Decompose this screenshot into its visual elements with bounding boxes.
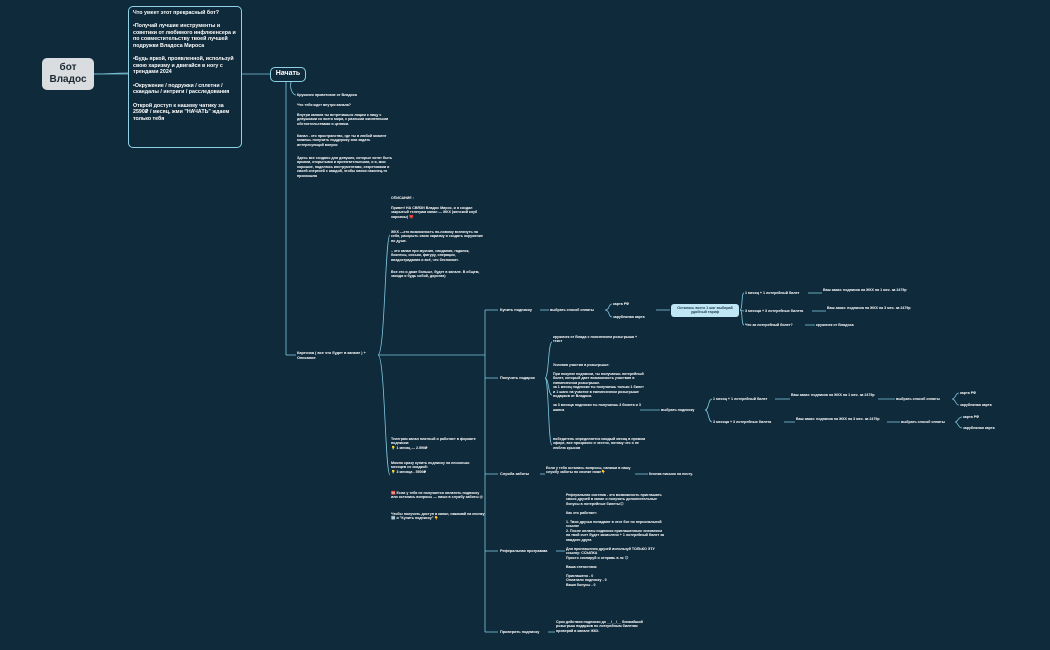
opisanie-paid: Телеграм канал платный и работает в форм… — [391, 437, 476, 450]
buy-subscription-node[interactable]: Купить подписку — [500, 308, 533, 312]
buy-choose-payment[interactable]: выбрать способ оплаты — [550, 308, 594, 312]
buy-card-rf[interactable]: карта РФ — [613, 302, 630, 306]
start-node[interactable]: Начать — [270, 67, 306, 82]
referral-text: Реферальная система - это возможность пр… — [566, 493, 664, 587]
intro-space-text: Канал - это пространство, где ты в любой… — [297, 134, 387, 147]
check-subscription-text: Срок действия подписки до __/__/__ ближа… — [556, 620, 643, 633]
gift-rules-text: Условия участия в розыгрыше: При покупке… — [553, 363, 644, 412]
gift-pay-1[interactable]: выбрать способ оплаты — [896, 397, 940, 401]
gift-card-foreign-1[interactable]: зарубежная карта — [960, 403, 992, 407]
gift-tariff-1-order: Ваш заказ: подписка на ЖКХ на 1 мес. за … — [791, 393, 875, 397]
root-node[interactable]: бот Владос — [42, 58, 94, 90]
lottery-ticket-question[interactable]: Что за лотерейный билет? — [745, 323, 793, 327]
opisanie-hello: Привет! НА СВЯЗИ Владос Мирос, и я созда… — [391, 206, 478, 219]
care-email-button[interactable]: Кнопка письмо на почту. — [649, 472, 693, 476]
buy-tariff-3[interactable]: 3 месяца + 3 лотерейных билета — [745, 309, 804, 313]
bot-description-node[interactable]: Что умеет этот прекрасный бот? •Получай … — [128, 6, 242, 148]
opisanie-more: Все это и даже больше, будет в канале. В… — [391, 270, 480, 279]
opisanie-access: Чтобы получить доступ в канал, нажимай н… — [391, 512, 485, 521]
opisanie-buy3: Можно сразу купить подписку на несколько… — [391, 461, 470, 474]
buy-tariff-3-order: Ваш заказ: подписка на ЖКХ на 3 мес. за … — [827, 306, 911, 310]
care-service-text: Если у тебя остались вопросы, напиши в н… — [546, 466, 631, 475]
gift-winners-text: победитель определяется каждый месяц в п… — [553, 437, 646, 450]
gift-tariff-1[interactable]: 1 месяц + 1 лотерейный билет — [713, 397, 768, 401]
intro-everything-text: Здесь все создано для девушек, которые х… — [297, 156, 393, 178]
buy-card-foreign[interactable]: зарубежная карта — [613, 315, 645, 319]
gift-card-rf-3[interactable]: карта РФ — [963, 415, 980, 419]
intro-meet-text: Внутри канала ты встретишься лицом к лиц… — [297, 113, 389, 126]
opisanie-help: 🆘 Если у тебя не получается оплатить под… — [391, 491, 484, 500]
gift-card-foreign-3[interactable]: зарубежная карта — [963, 426, 995, 430]
card-description-node[interactable]: Карточка ( все что будет в канале ) + Оп… — [297, 351, 366, 360]
opisanie-header: ОПИСАНИЕ : — [391, 196, 414, 200]
buy-tariff-1[interactable]: 1 месяц + 1 лотерейный билет — [745, 291, 800, 295]
gift-tariff-3-order: Ваш заказ: подписка на ЖКХ на 3 мес. за … — [796, 417, 880, 421]
get-gift-node[interactable]: Получить подарок — [500, 376, 535, 380]
tariff-hint-node[interactable]: Осталось всего 1 шаг выбирай удобный тар… — [671, 304, 739, 317]
gift-circle-text: кружочек от Влада с пояснением розыгрыша… — [553, 335, 638, 344]
gift-card-rf-1[interactable]: карта РФ — [960, 391, 977, 395]
gift-choose-subscription[interactable]: выбрать подписку — [661, 408, 695, 412]
intro-greeting: Кружочек приветсвие от Владоса — [297, 93, 357, 97]
check-subscription-node[interactable]: Проверить подписку — [500, 630, 540, 634]
opisanie-topics: – это канал про мужчин, свидания, гадало… — [391, 249, 470, 262]
gift-tariff-3[interactable]: 3 месяца + 3 лотерейных билета — [713, 420, 772, 424]
lottery-ticket-answer: кружочек от Владоса — [816, 323, 854, 327]
gift-pay-3[interactable]: выбрать способ оплаты — [901, 420, 945, 424]
intro-inside-question: Что тебя ждет внутри канала? — [297, 103, 351, 107]
opisanie-zhkh: ЖКХ —это возможность по-новому взглянуть… — [391, 230, 484, 243]
buy-tariff-1-order: Ваш заказ: подписка на ЖКХ на 1 мес. за … — [823, 288, 907, 292]
care-service-node[interactable]: Служба заботы — [500, 472, 530, 476]
referral-program-node[interactable]: Реферальная программа — [500, 549, 548, 553]
